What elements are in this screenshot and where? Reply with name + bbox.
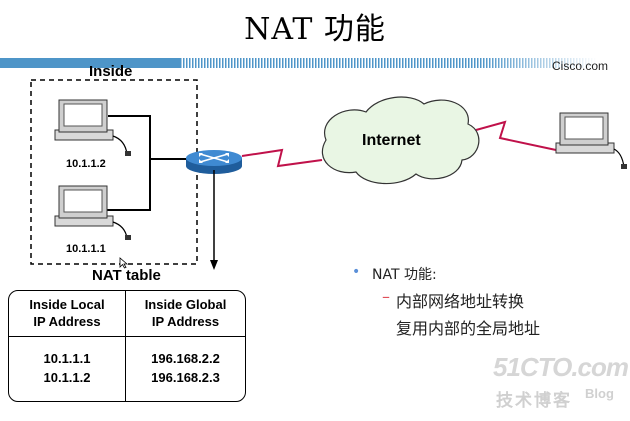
bullet-dot-icon: • <box>352 264 361 280</box>
nat-table-cell: 196.168.2.3 <box>151 370 220 385</box>
bullet-text: NAT 功能: <box>372 267 437 283</box>
bullet-subtext-line2: 复用内部的全局地址 <box>396 319 541 338</box>
nat-table-header-global: Inside Global IP Address <box>126 291 245 337</box>
wan-links <box>241 120 557 168</box>
router-icon <box>186 150 242 174</box>
bullet-subtext: 内部网络地址转换 <box>396 292 525 311</box>
watermark-blog: Blog <box>585 386 614 401</box>
bullet-list: • NAT 功能: – 内部网络地址转换 复用内部的全局地址 <box>352 264 540 339</box>
watermark-sub: 技术博客 <box>496 391 572 410</box>
header-line: Inside Global <box>144 297 227 312</box>
slide-title: NAT 功能 <box>244 12 386 47</box>
nat-table-col-global: Inside Global IP Address 196.168.2.2 196… <box>126 291 245 401</box>
inside-label: Inside <box>89 63 133 80</box>
cursor-icon <box>119 257 129 269</box>
nat-table-cell: 10.1.1.2 <box>43 370 91 385</box>
internet-label: Internet <box>362 132 421 149</box>
nat-table: Inside Local IP Address 10.1.1.1 10.1.1.… <box>8 290 246 402</box>
internet-cloud <box>321 96 480 185</box>
watermark-main: 51CTO.com <box>493 352 629 382</box>
header-line: IP Address <box>33 314 101 329</box>
header-line: Inside Local <box>29 297 105 312</box>
router-to-table-arrow <box>210 170 218 270</box>
pc1-ip-label: 10.1.1.2 <box>66 158 106 170</box>
pc2-ip-label: 10.1.1.1 <box>66 243 106 255</box>
lan-wiring <box>106 115 186 211</box>
header-band <box>0 56 630 70</box>
computer-icon-pc1 <box>54 99 131 156</box>
nat-table-cell: 196.168.2.2 <box>151 351 220 366</box>
nat-table-col-local: Inside Local IP Address 10.1.1.1 10.1.1.… <box>9 291 126 401</box>
bullet-item: • NAT 功能: <box>352 264 540 284</box>
dash-icon: – <box>382 287 390 306</box>
bullet-subitem: – 内部网络地址转换 <box>352 287 540 312</box>
nat-table-cell: 10.1.1.1 <box>43 351 91 366</box>
nat-table-header-local: Inside Local IP Address <box>9 291 125 337</box>
nat-table-label: NAT table <box>92 267 161 284</box>
computer-icon-remote <box>555 112 627 169</box>
inside-boundary <box>30 79 198 265</box>
computer-icon-pc2 <box>54 185 131 240</box>
brand-label: Cisco.com <box>552 59 609 73</box>
header-line: IP Address <box>151 314 220 329</box>
